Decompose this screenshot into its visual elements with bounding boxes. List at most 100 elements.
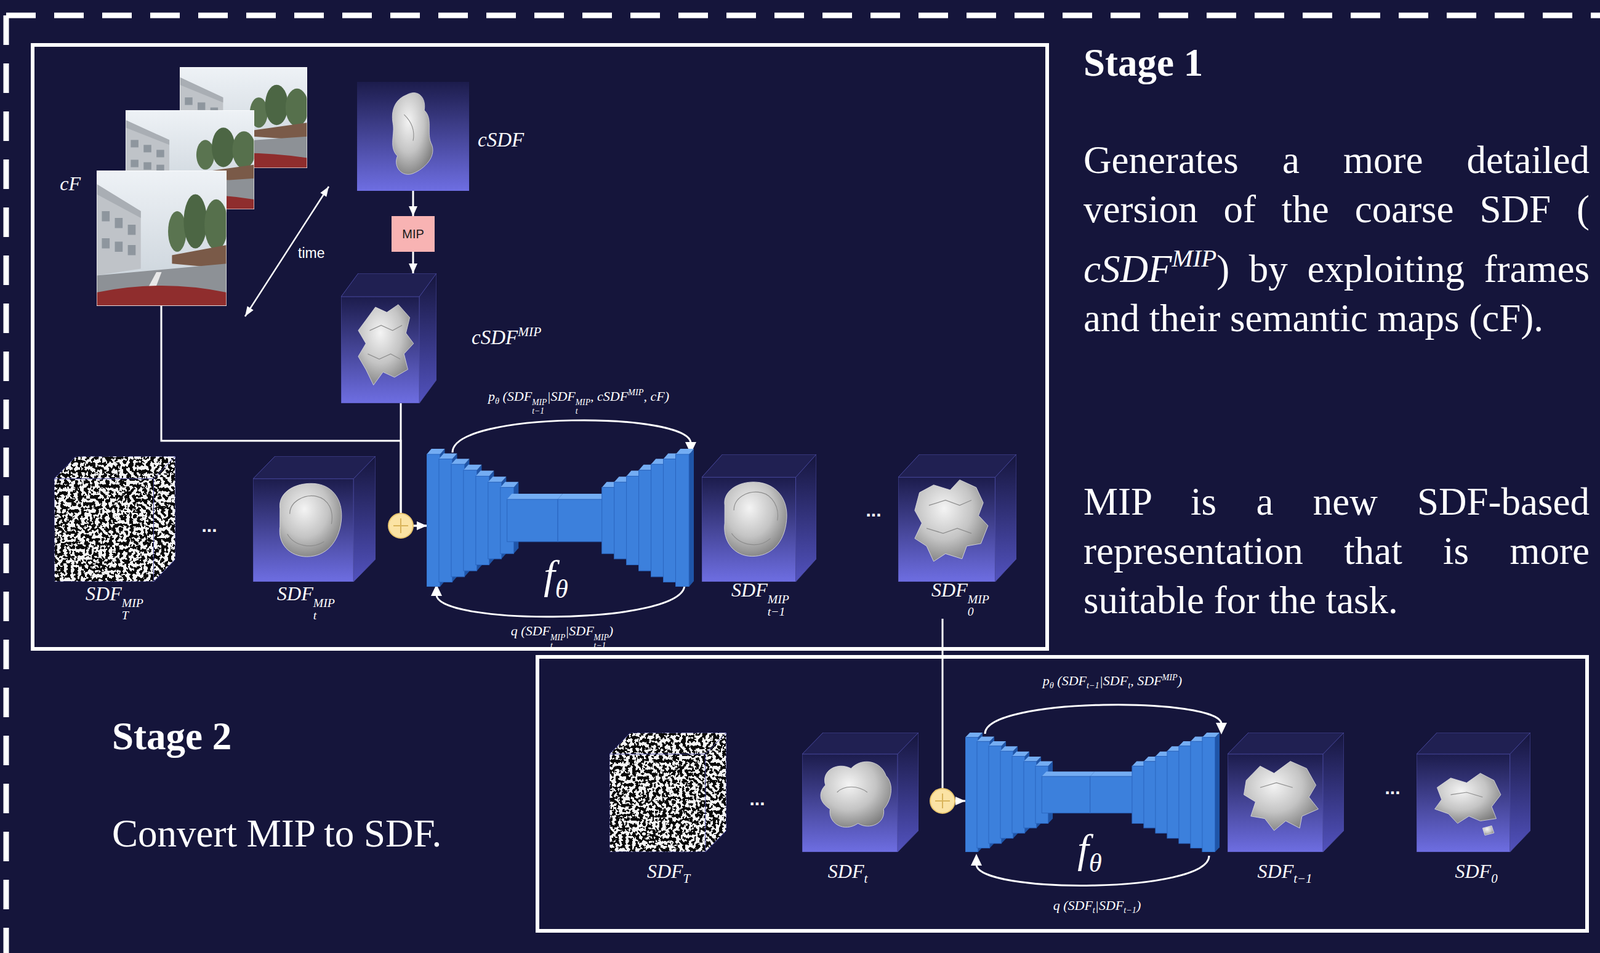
formula-label: MIP [1161, 672, 1178, 683]
sum-symbol [388, 513, 414, 539]
stage-panel: Stage 1cFcSDFMIPcSDFMIPSDFMIPTSDFMIPtfθS… [30, 43, 1050, 651]
sdf-cube: SDFt [802, 732, 919, 887]
description-text: Convert MIP to SDF. [112, 812, 442, 856]
formula-label: θ [1049, 680, 1054, 691]
sdf-cube: SDFMIPt [253, 456, 376, 625]
cube-volume [898, 454, 1017, 582]
formula-label: θ [494, 395, 500, 406]
stage-panel: Stage 2SDFTSDFtfθSDFt−1SDF0 [535, 655, 1589, 933]
formula-label-sup: MIP [594, 633, 609, 643]
cube-label: SDF [828, 860, 865, 883]
cube-label: SDFMIPT [85, 582, 144, 622]
description-text: Convert MIP to SDF. [112, 811, 442, 857]
script-stack: MIPt [313, 597, 335, 622]
cube-label-sup: MIP [121, 597, 144, 610]
cube-label: SDF [731, 578, 768, 601]
formula-label-sub: t−1 [594, 641, 609, 651]
formula-label: ) [1136, 897, 1141, 913]
description-text: MIP is a new SDF-based representation th… [1083, 480, 1590, 622]
formula-label-sub: t [550, 641, 566, 651]
cube-label-sup: MIP [313, 597, 335, 610]
formula-label: ) [1177, 672, 1182, 689]
sdf-label: cSDF [477, 128, 524, 151]
sdf-cube: SDFt−1 [1227, 732, 1344, 887]
sum-symbol [930, 788, 955, 814]
ellipsis: ... [201, 515, 217, 536]
connector [408, 251, 418, 274]
formula-label: q [510, 623, 518, 639]
cube-label: SDF [647, 860, 684, 883]
cube-label: SDF [277, 582, 314, 605]
connector [942, 618, 966, 806]
formula-label-sub: t [575, 406, 591, 416]
formula-label: (SDF [502, 388, 533, 404]
formula-label: |SDF [565, 623, 594, 639]
axis-label: time [297, 245, 325, 262]
description-text: cSDF [1083, 247, 1172, 291]
frames-label: cF [59, 172, 81, 195]
cube-label-sup: MIP [767, 593, 790, 606]
reverse-process-arc [452, 420, 1227, 735]
formula-label: MIP [627, 387, 644, 398]
network-label: θ [1089, 848, 1102, 878]
formula-label: , cF) [643, 388, 670, 404]
cube-label-sub: 0 [967, 605, 990, 619]
network-label: f [1077, 826, 1089, 872]
sdf-cube: cSDFMIP [341, 273, 437, 404]
stage-heading: Stage 1 [1083, 40, 1203, 87]
cube-volume [1227, 732, 1344, 853]
cube-label: SDFT [647, 860, 691, 886]
connector [400, 403, 427, 531]
stage-heading: Stage 1 [1083, 41, 1203, 85]
sdf-cube: SDF0 [1416, 732, 1531, 887]
stage-heading: Stage 2 [112, 714, 232, 758]
cube-label: SDFMIPt [277, 582, 335, 622]
axis-label: time [297, 245, 325, 262]
formula-label: |SDF [1095, 897, 1124, 913]
formula-label: , cSDF [590, 388, 628, 404]
cube-label-sub: t [313, 609, 335, 622]
cube-label: SDFMIP0 [931, 578, 990, 619]
box-label: MIP [402, 227, 425, 242]
cube-label: cSDFMIP [471, 324, 542, 350]
formula-label: q [1053, 897, 1061, 913]
formula-label: q(SDFMIPt|SDFMIPt−1) [510, 623, 614, 651]
formula-label: t [1092, 904, 1096, 915]
cube-label-sup: MIP [967, 593, 990, 606]
cube-volume [609, 732, 727, 853]
formula-label: (SDF [520, 623, 551, 639]
cube-label: SDFt−1 [1257, 860, 1313, 886]
cube-volume [701, 454, 817, 582]
formula-label: ) [608, 623, 614, 639]
script-stack: MIPT [121, 597, 144, 622]
coarse-sdf-image: cSDF [357, 81, 470, 191]
formula-label-sup: MIP [550, 633, 566, 643]
network-label: fθ [543, 554, 568, 603]
cube-volume [341, 273, 437, 404]
formula-label: t [1127, 680, 1131, 691]
frames-label: cF [59, 172, 81, 196]
network-label: θ [555, 574, 569, 604]
description-text: Generates a more detailed version of the… [1083, 138, 1590, 231]
formula-label: pθ(SDFt−1|SDFt, SDFMIP) [1042, 672, 1182, 692]
cube-volume [253, 456, 376, 582]
cube-label: SDF [85, 582, 122, 605]
ellipsis: ... [749, 788, 765, 810]
network-label: fθ [1077, 828, 1102, 877]
script-stack: MIPt [550, 633, 566, 651]
cube-label: SDF [1257, 860, 1295, 883]
cube-label: SDFMIPt−1 [731, 578, 790, 619]
formula-label-sup: MIP [575, 398, 591, 407]
network-label: f [543, 552, 555, 598]
formula-label: pθ(SDFMIPt−1|SDFMIPt, cSDFMIP, cF) [488, 387, 670, 415]
description-text: MIP is a new SDF-based representation th… [1083, 477, 1590, 625]
script-stack: MIPt−1 [594, 633, 609, 651]
camera-frames [96, 67, 309, 306]
script-stack: MIPt [575, 398, 591, 415]
denoising-network: fθ [965, 732, 1220, 887]
script-stack: MIP0 [967, 593, 990, 619]
script-stack: MIPt−1 [767, 593, 790, 619]
formula-label: p [488, 388, 495, 404]
